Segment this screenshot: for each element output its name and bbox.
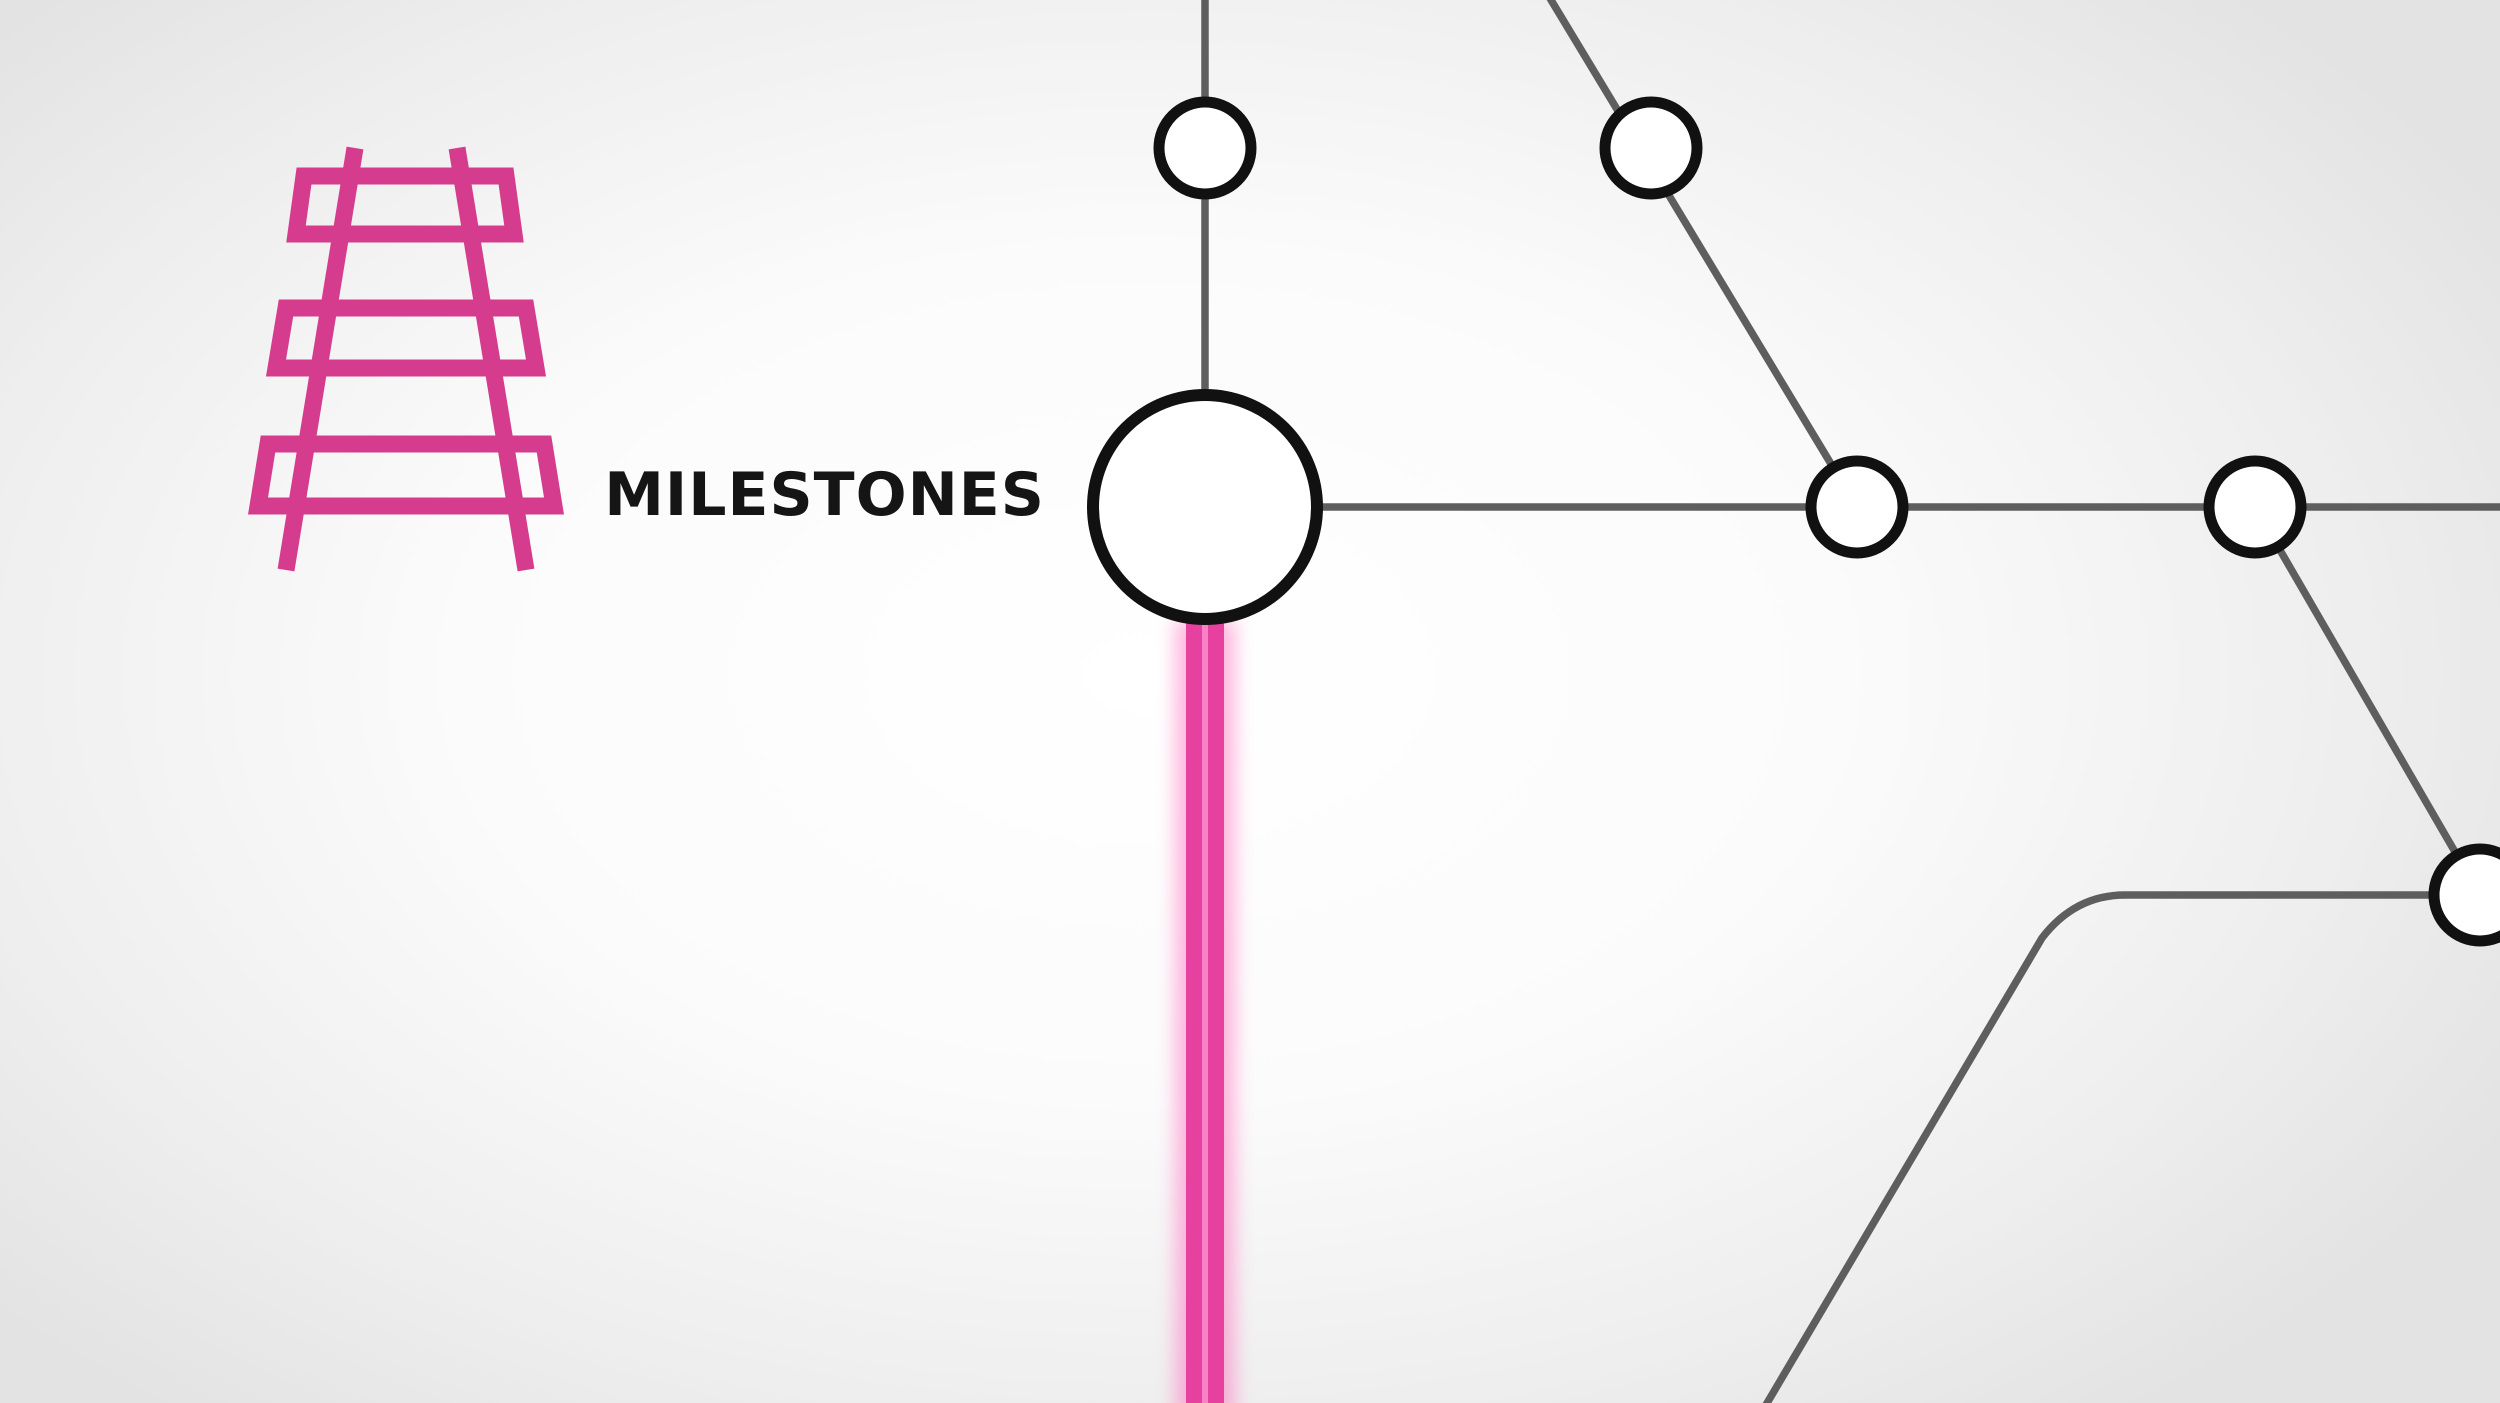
network-lines — [1201, 0, 2500, 1403]
station-lower-right — [2428, 843, 2500, 947]
station-junction — [1805, 455, 1909, 559]
stations — [1087, 96, 2500, 947]
line-diagonal-top — [1546, 0, 1861, 511]
railway-track-icon — [248, 146, 564, 572]
line-lower-branch — [1762, 891, 2500, 1403]
station-top-right — [1599, 96, 1703, 200]
milestones-station[interactable] — [1087, 389, 1323, 625]
line-diagonal-right — [2251, 503, 2484, 899]
station-top-left — [1153, 96, 1257, 200]
station-right — [2203, 455, 2307, 559]
milestones-route — [1175, 620, 1235, 1403]
route-line-highlight — [1202, 620, 1208, 1403]
milestones-label: MILESTONES — [604, 460, 1045, 530]
